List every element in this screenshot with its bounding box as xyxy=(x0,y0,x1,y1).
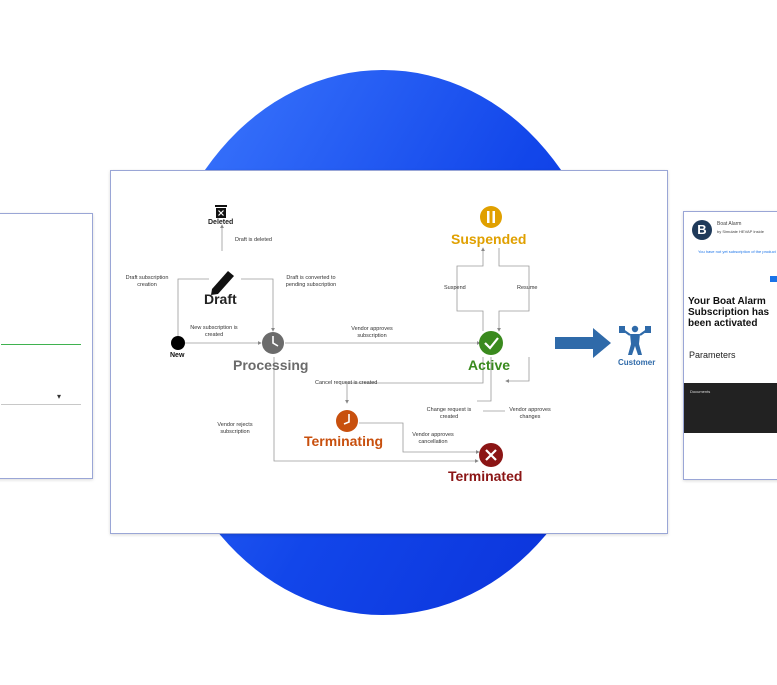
connector-change-request xyxy=(477,357,492,402)
label-vendor-approves-cancellation: Vendor approves cancellation xyxy=(412,432,454,445)
connector-terminating-terminated xyxy=(359,422,480,454)
app-name: Boat Alarm xyxy=(717,221,742,227)
label-change-request-created: Change request is created xyxy=(426,407,472,420)
label-new-subscription-created: New subscription is created xyxy=(190,325,238,338)
connector-draft-processing xyxy=(241,278,275,332)
form-input-underline-active[interactable] xyxy=(1,344,81,345)
label-draft-converted: Draft is converted to pending subscripti… xyxy=(285,275,337,288)
label-vendor-rejects-subscription: Vendor rejects subscription xyxy=(217,422,253,435)
connector-active-terminating xyxy=(345,357,484,404)
diagram-connectors xyxy=(171,205,530,467)
pause-icon xyxy=(480,206,502,228)
pencil-icon xyxy=(211,271,234,295)
parameters-heading: Parameters xyxy=(689,350,736,360)
trash-icon xyxy=(215,205,227,218)
label-vendor-approves-changes: Vendor approves changes xyxy=(509,407,551,420)
customer-figure-icon xyxy=(619,325,651,355)
state-processing: Processing xyxy=(233,357,309,373)
label-vendor-approves-subscription: Vendor approves subscription xyxy=(351,326,393,339)
state-new: New xyxy=(170,352,185,359)
form-select-underline[interactable] xyxy=(1,404,81,405)
subscription-lifecycle-diagram: Deleted Draft New Processing Suspended A… xyxy=(110,170,668,534)
connector-processing-terminated xyxy=(273,357,479,463)
state-terminated: Terminated xyxy=(448,468,523,484)
documents-heading: Documents xyxy=(690,389,711,394)
email-heading: Your Boat Alarm Subscription has been ac… xyxy=(688,296,770,329)
label-draft-subscription-creation: Draft subscription creation xyxy=(125,275,169,288)
label-suspend: Suspend xyxy=(444,285,466,291)
app-logo: B xyxy=(692,220,712,240)
connector-suspended-active xyxy=(497,248,530,332)
connector-vendor-approves-changes xyxy=(505,357,530,383)
customer-label: Customer xyxy=(618,358,656,367)
terminating-clock-icon xyxy=(336,410,358,432)
connector-active-suspended xyxy=(456,247,485,331)
label-resume: Resume xyxy=(517,285,538,291)
x-icon xyxy=(479,443,503,467)
state-terminating: Terminating xyxy=(304,433,384,449)
label-draft-is-deleted: Draft is deleted xyxy=(235,237,272,243)
documents-section: Documents xyxy=(684,383,777,433)
new-node xyxy=(171,336,185,350)
state-suspended: Suspended xyxy=(451,231,527,247)
notice-action-button[interactable] xyxy=(770,276,777,282)
clock-icon xyxy=(262,332,284,354)
chevron-down-icon[interactable]: ▾ xyxy=(57,392,62,401)
left-form-card: ▾ xyxy=(0,213,93,479)
check-icon xyxy=(479,331,503,355)
label-cancel-request-created: Cancel request is created xyxy=(315,380,378,386)
state-deleted: Deleted xyxy=(208,219,234,226)
connector-new-draft xyxy=(177,278,209,337)
subscription-notice: You have not yet subscription of the pro… xyxy=(698,249,776,254)
state-active: Active xyxy=(468,357,511,373)
state-draft: Draft xyxy=(204,291,237,307)
flow-arrow-icon xyxy=(555,328,611,358)
app-byline: by Simulate HEVAP Inside xyxy=(717,229,764,234)
email-preview-card: B Boat Alarm by Simulate HEVAP Inside Yo… xyxy=(683,211,777,480)
